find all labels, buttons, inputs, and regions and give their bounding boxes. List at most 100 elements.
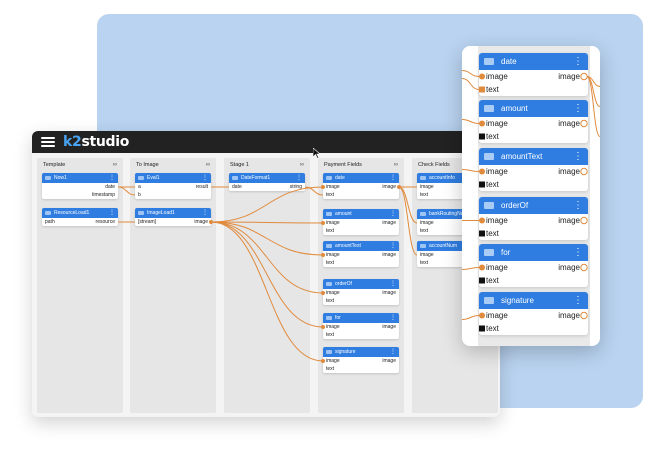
node-name: signature — [335, 349, 356, 355]
node-menu-icon[interactable]: ⋮ — [573, 295, 583, 306]
node-menu-icon[interactable]: ⋮ — [390, 243, 396, 249]
node-header[interactable]: ResourceLoad1⋮ — [42, 208, 118, 218]
node-port-row: text — [323, 191, 399, 199]
node-port-row: text — [479, 274, 588, 287]
node-name: for — [501, 248, 511, 257]
node-type-icon — [484, 297, 494, 304]
node-menu-icon[interactable]: ⋮ — [202, 210, 208, 216]
node-menu-icon[interactable]: ⋮ — [202, 175, 208, 181]
node-port-row: b — [135, 191, 211, 199]
output-port-label: image — [194, 219, 208, 225]
node-port-row: date — [42, 183, 118, 191]
node-header[interactable]: orderOf ⋮ — [479, 197, 588, 214]
node-port-row: [stream]image — [135, 218, 211, 226]
column-title: Payment Fields∞ — [318, 158, 404, 172]
node-name: Eval1 — [147, 175, 160, 181]
node-header[interactable]: amountText⋮ — [479, 148, 588, 165]
node-port-row: text — [479, 178, 588, 191]
node-menu-icon[interactable]: ⋮ — [573, 247, 583, 258]
node-header[interactable]: signature ⋮ — [479, 292, 588, 309]
node-menu-icon[interactable]: ⋮ — [573, 151, 583, 162]
logo-studio: studio — [81, 134, 130, 150]
node-menu-icon[interactable]: ⋮ — [573, 56, 583, 67]
column-menu-icon[interactable]: ∞ — [112, 162, 117, 168]
node-type-icon — [484, 153, 494, 160]
node-header[interactable]: amount⋮ — [479, 100, 588, 117]
node-menu-icon[interactable]: ⋮ — [109, 175, 115, 181]
node-menu-icon[interactable]: ⋮ — [573, 103, 583, 114]
node-menu-icon[interactable]: ⋮ — [390, 349, 396, 355]
node-name: ImageLoad1 — [147, 210, 175, 216]
node-header[interactable]: signature ⋮ — [323, 347, 399, 357]
node-header[interactable]: DateFormat1⋮ — [229, 173, 305, 183]
node-menu-icon[interactable]: ⋮ — [390, 175, 396, 181]
node-menu-icon[interactable]: ⋮ — [573, 200, 583, 211]
zoom-wire-in — [462, 169, 480, 172]
node-menu-icon[interactable]: ⋮ — [390, 281, 396, 287]
node-header[interactable]: Now1⋮ — [42, 173, 118, 183]
node-header[interactable]: orderOf ⋮ — [323, 279, 399, 289]
node-type-icon — [484, 58, 494, 65]
top-bar: k2studio — [32, 131, 500, 153]
input-port-label: image — [420, 184, 434, 190]
node-name: orderOf — [335, 281, 352, 287]
node-menu-icon[interactable]: ⋮ — [390, 211, 396, 217]
node-port-row: image — [417, 219, 493, 227]
input-port-label: image — [486, 263, 508, 272]
node-menu-icon[interactable]: ⋮ — [109, 210, 115, 216]
node-header[interactable]: for⋮ — [323, 313, 399, 323]
hamburger-menu-icon[interactable] — [41, 137, 55, 147]
node-menu-icon[interactable]: ⋮ — [390, 315, 396, 321]
input-port-label: image — [326, 184, 340, 190]
node-header[interactable]: ImageLoad1 ⋮ — [135, 208, 211, 218]
column-menu-icon[interactable]: ∞ — [393, 162, 398, 168]
node-header[interactable]: Eval1 ⋮ — [135, 173, 211, 183]
input-port-label: image — [420, 252, 434, 258]
output-port-label: result — [195, 184, 208, 190]
node-header[interactable]: date⋮ — [323, 173, 399, 183]
zoom-wire-in — [462, 78, 480, 90]
node-ImageLoad1[interactable]: ImageLoad1 ⋮ [stream]image — [135, 208, 211, 226]
column-title: Stage 1 ∞ — [224, 158, 310, 172]
node-menu-icon[interactable]: ⋮ — [296, 175, 302, 181]
column-menu-icon[interactable]: ∞ — [205, 162, 210, 168]
output-port-label: timestamp — [91, 192, 115, 198]
node-header[interactable]: for ⋮ — [479, 244, 588, 261]
node-type-icon — [326, 350, 332, 354]
node-header[interactable]: amountText⋮ — [323, 241, 399, 251]
node-name: orderOf — [501, 201, 529, 210]
input-port-label: text — [486, 276, 499, 285]
column-title-text: Stage 1 — [230, 162, 249, 168]
output-port-label: resource — [95, 219, 115, 225]
node-header[interactable]: date ⋮ — [479, 53, 588, 70]
node-name: accountNum — [429, 243, 458, 249]
input-port-label: text — [486, 132, 499, 141]
column-menu-icon[interactable]: ∞ — [299, 162, 304, 168]
node-name: signature — [501, 296, 534, 305]
node-name: date — [501, 57, 517, 66]
node-port-row: text — [323, 227, 399, 235]
node-port-row: text — [479, 322, 588, 335]
node-port-row: text — [323, 259, 399, 267]
node-header[interactable]: amount⋮ — [323, 209, 399, 219]
